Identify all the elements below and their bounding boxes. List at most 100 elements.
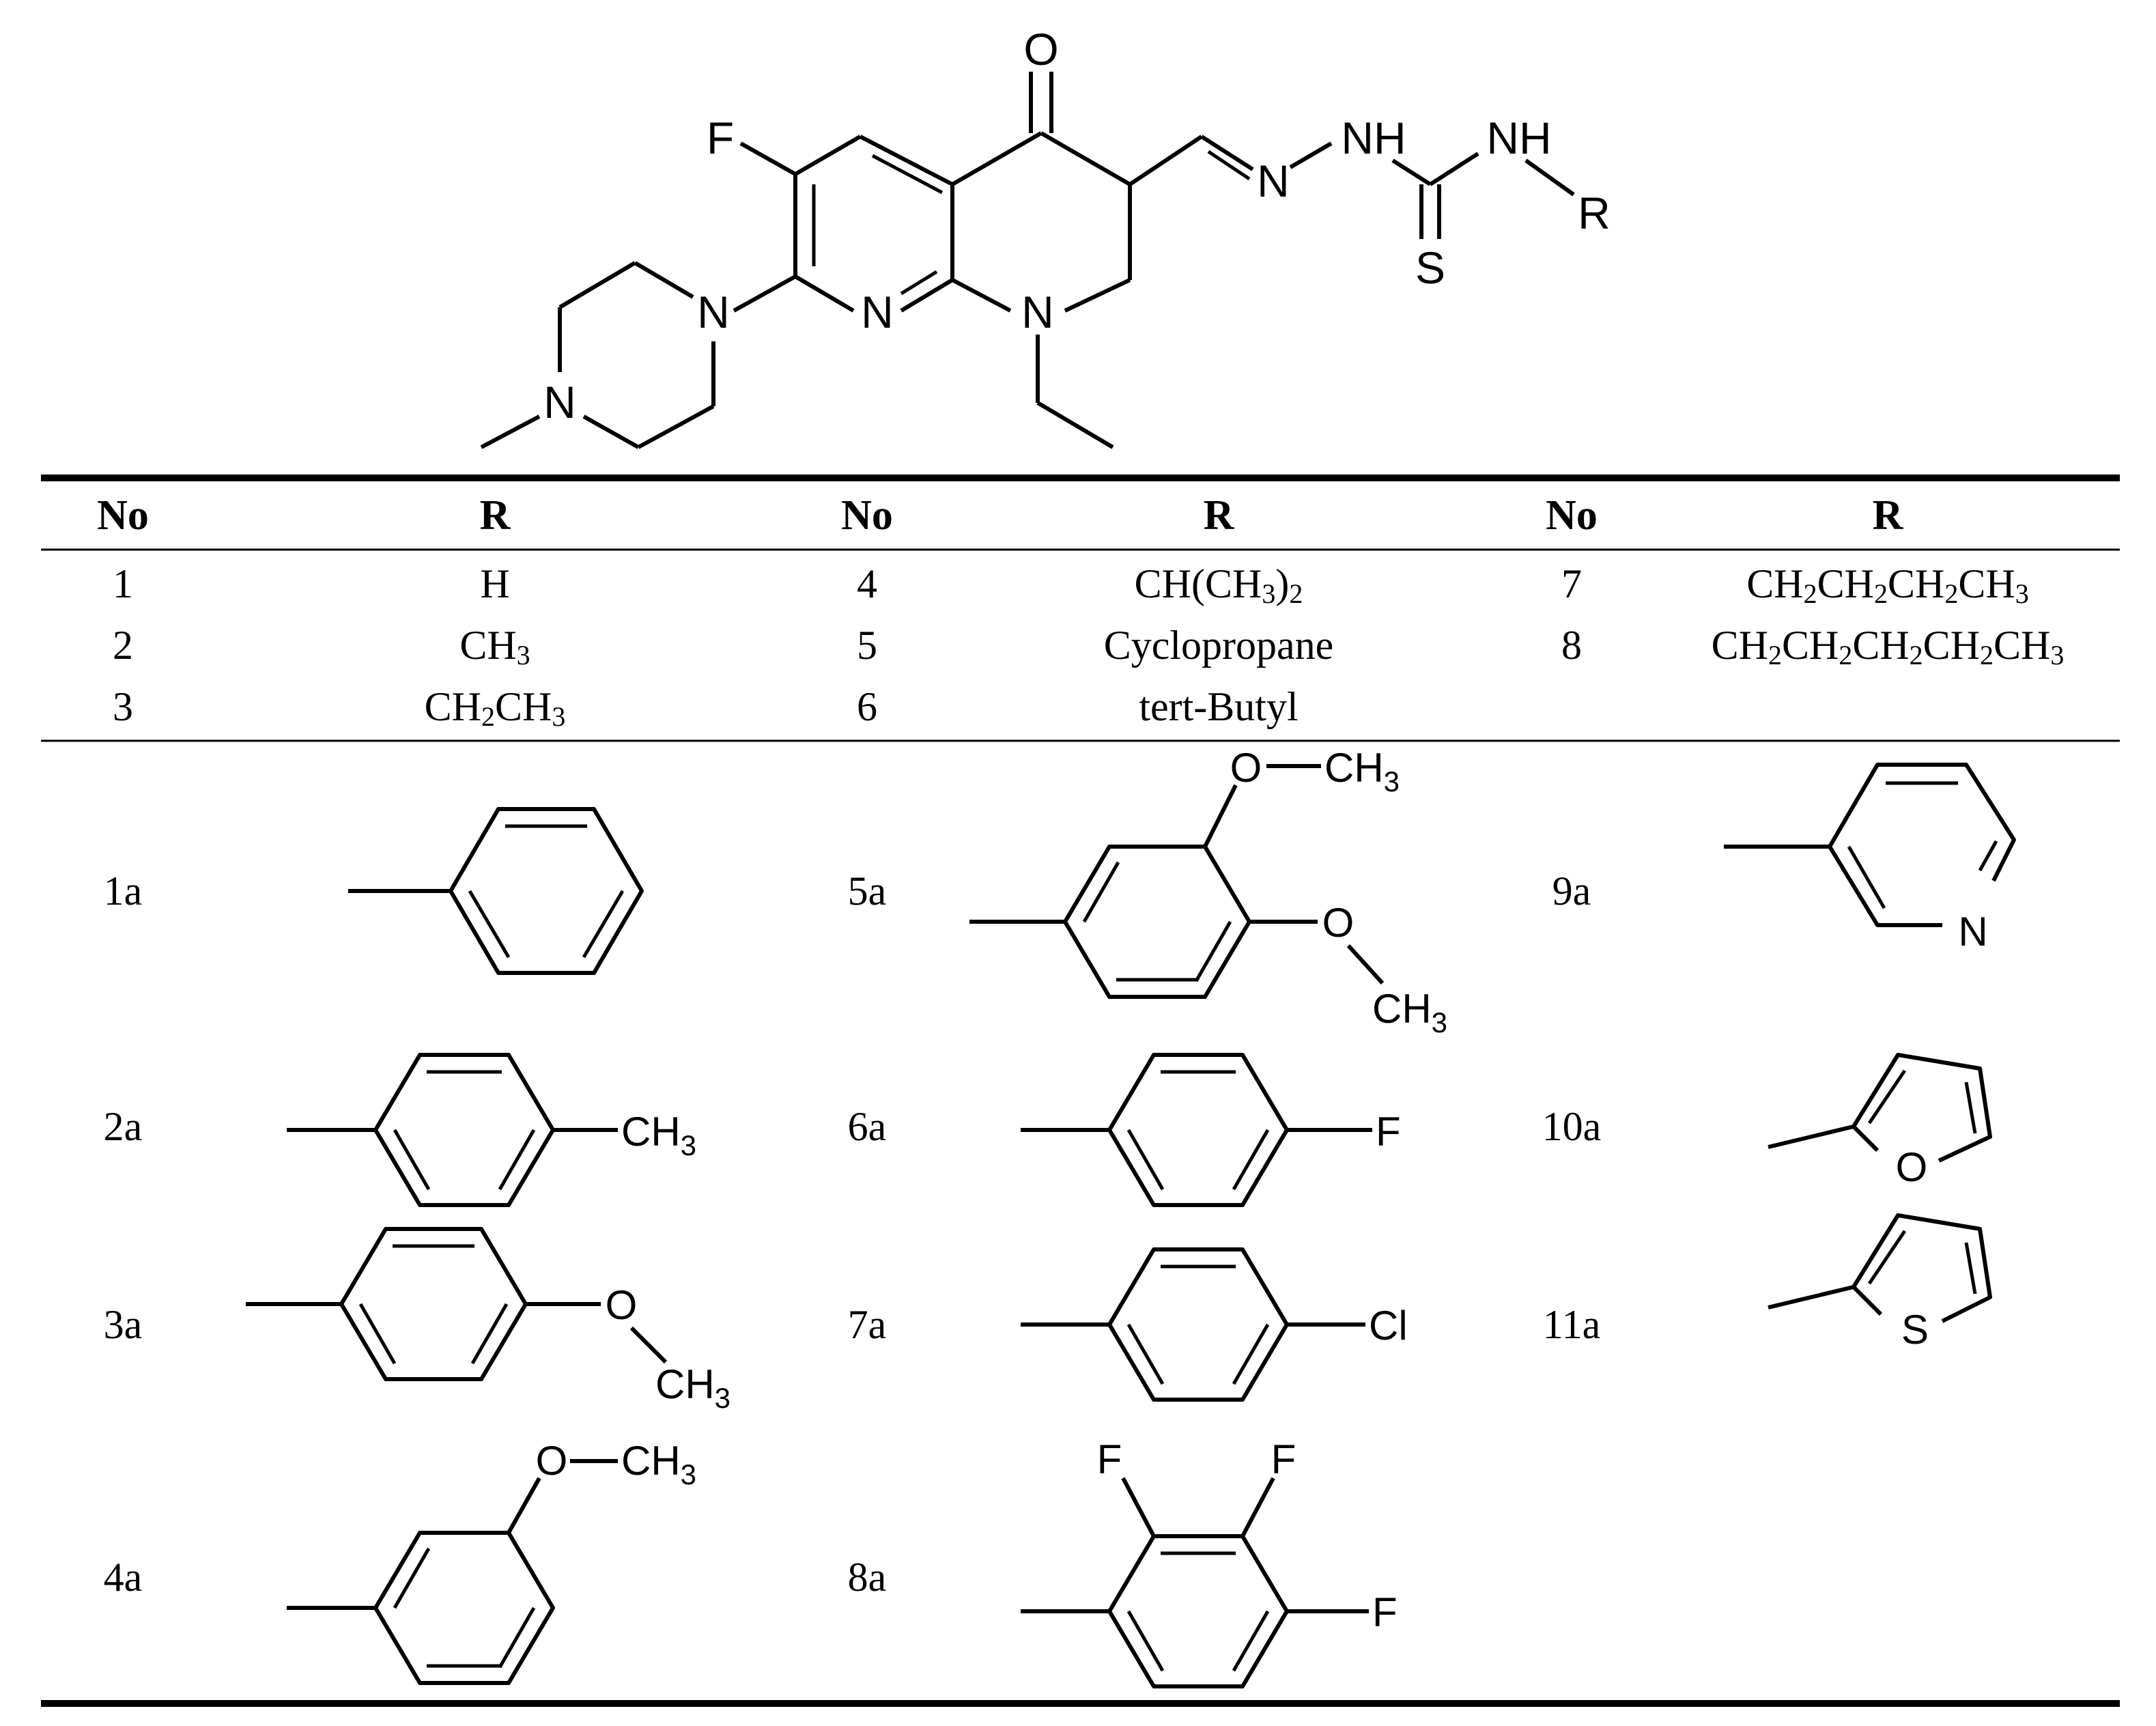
methyl-label: CH3 [1324, 745, 1400, 797]
cell-no: 7 [1561, 561, 1582, 606]
structure-8a-trifluorophenyl: F F F [1021, 1437, 1398, 1688]
cell-r: CH(CH3)2 [1135, 561, 1303, 609]
bond [1240, 1477, 1275, 1538]
bond [393, 1547, 431, 1609]
imine-n-label: N [1257, 156, 1290, 206]
bond [1768, 1285, 1854, 1310]
cell-no: 8 [1561, 623, 1582, 668]
structure-9a-3-pyridyl: N [1724, 763, 2016, 954]
bond [1040, 131, 1131, 186]
fluorine-label: F [1372, 1589, 1398, 1635]
bond [558, 261, 636, 309]
methoxy-o-label: O [1322, 900, 1354, 946]
benzene-ring [1107, 1053, 1289, 1207]
piperazine-n4-label: N [697, 287, 730, 337]
methyl-label: CH3 [621, 1109, 696, 1161]
sulfur-label: S [1415, 242, 1445, 293]
chlorine-label: Cl [1369, 1303, 1408, 1348]
bond [1194, 920, 1232, 982]
bond [739, 141, 797, 176]
cell-r: H [480, 561, 509, 606]
cell-r: tert-Butyl [1139, 684, 1298, 729]
structure-7a-p-chlorophenyl: Cl [1021, 1247, 1408, 1402]
cell-no: 3a [104, 1302, 143, 1347]
bond [1232, 1129, 1270, 1191]
cell-no: 2a [104, 1104, 143, 1149]
bond [1429, 152, 1479, 186]
cell-no: 9a [1552, 868, 1591, 914]
fluorine-label: F [1271, 1437, 1296, 1482]
cell-no: 5 [857, 623, 877, 668]
bond [1867, 1230, 1907, 1285]
nh-1-label: NH [1341, 113, 1406, 163]
structure-5a-dimethoxyphenyl: O CH3 O CH3 [969, 745, 1447, 1038]
bond [1232, 1323, 1270, 1385]
table-row: 1 H 4 CH(CH3)2 7 CH2CH2CH2CH3 [113, 561, 2029, 609]
bond [900, 270, 938, 296]
bond [358, 1303, 397, 1365]
bond [1232, 1610, 1270, 1672]
bond [1964, 1081, 1977, 1134]
benzene-ring [1107, 1534, 1289, 1688]
methyl-label: CH3 [621, 1438, 696, 1490]
bond [1082, 861, 1120, 923]
methyl-label: CH3 [1372, 986, 1447, 1038]
bond [629, 1326, 668, 1364]
structure-4a-m-methoxyphenyl: O CH3 [287, 1438, 696, 1685]
bond [1768, 1124, 1854, 1149]
r-group-label: R [1578, 188, 1611, 238]
thiophene-ring [1852, 1213, 1992, 1323]
bond [498, 1129, 536, 1191]
bond [480, 414, 541, 449]
cell-r: CH3 [459, 623, 530, 670]
header-r: R [1204, 492, 1235, 539]
bond [1847, 845, 1886, 909]
bond [1129, 135, 1203, 186]
fluorine-label: F [1376, 1109, 1401, 1155]
cell-r: CH2CH2CH2CH2CH3 [1712, 623, 2065, 670]
bond [1036, 401, 1114, 449]
bond [582, 890, 625, 959]
core-structure: O F N N N NH S NH R N N [480, 24, 1611, 449]
methoxy-o-label: O [1230, 745, 1262, 791]
bond [1064, 278, 1131, 313]
bond [634, 261, 694, 299]
header-r: R [480, 492, 511, 539]
bond [951, 131, 1042, 186]
bond [1524, 158, 1575, 197]
cell-no: 11a [1543, 1302, 1600, 1347]
bond [1200, 135, 1254, 171]
header-r: R [1873, 492, 1904, 539]
bond [393, 1129, 431, 1191]
cell-no: 6 [857, 684, 877, 729]
cell-no: 1 [113, 561, 133, 606]
bond [733, 274, 797, 313]
header-no: No [97, 492, 149, 539]
fluorine-label: F [1097, 1437, 1122, 1482]
cell-no: 6a [848, 1104, 887, 1149]
ring-n1-label: N [1021, 287, 1054, 337]
furan-ring [1852, 1053, 1992, 1163]
benzene-ring [1107, 1247, 1289, 1402]
bond [1126, 1610, 1165, 1672]
cell-no: 1a [104, 868, 143, 914]
cell-r: CH2CH3 [425, 684, 566, 732]
bond [470, 1303, 509, 1365]
bond [859, 135, 954, 186]
piperazine-n1-label: N [543, 377, 576, 427]
substituent-table: No R No R No R 1 H 4 CH(CH3)2 7 CH2CH2CH… [41, 475, 2120, 1707]
bond [468, 890, 511, 959]
methoxy-o-label: O [606, 1282, 638, 1328]
bond [1203, 784, 1238, 848]
cell-no: 4 [857, 561, 877, 606]
structure-2a-p-tolyl: CH3 [287, 1053, 696, 1207]
structure-1a-phenyl [348, 807, 644, 975]
fluorine-label: F [707, 113, 734, 163]
bond [1289, 141, 1333, 169]
bond [1121, 1477, 1156, 1538]
benzene-ring [373, 1531, 555, 1685]
structure-10a-2-furyl: O [1768, 1053, 1992, 1190]
thiophene-s-label: S [1901, 1307, 1929, 1353]
aryl-structures: CH3 O CH3 O CH3 [246, 745, 2016, 1688]
